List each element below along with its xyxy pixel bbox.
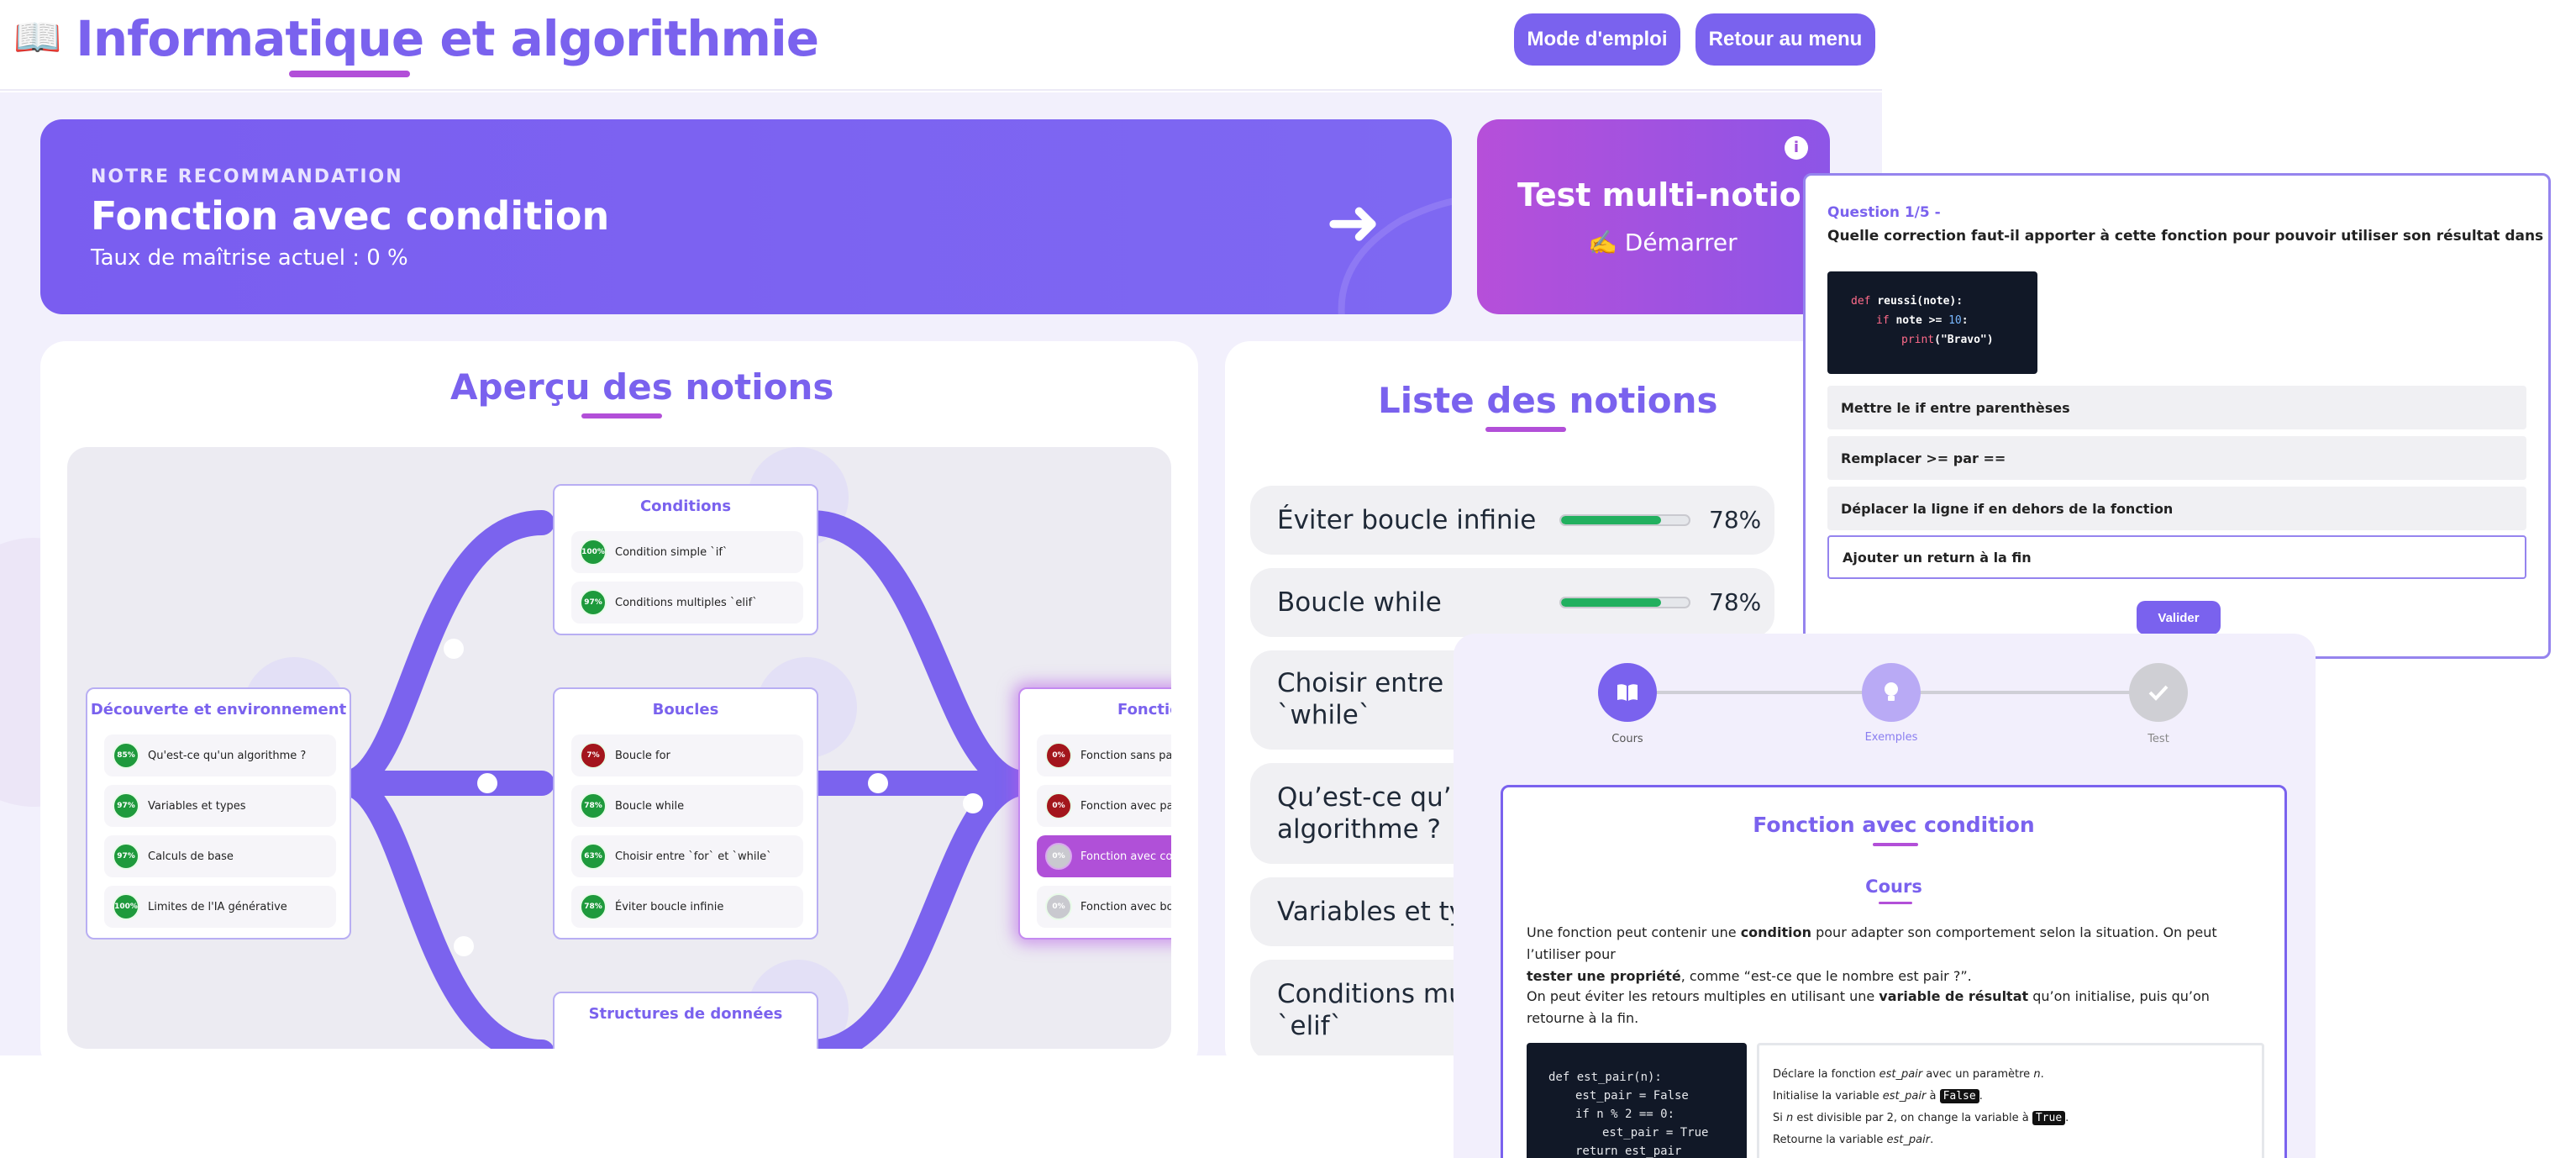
mastery-badge: 97% — [113, 792, 139, 819]
notion-row[interactable]: 97%Conditions multiples `elif` — [571, 582, 803, 624]
section-title: Cours — [1865, 876, 1922, 897]
mastery-badge: 0% — [1045, 893, 1072, 920]
step-label: Cours — [1611, 733, 1643, 745]
mastery-badge: 97% — [580, 589, 607, 616]
code-tag: False — [1939, 1089, 1979, 1103]
answer-option-selected[interactable]: Ajouter un return à la fin — [1827, 535, 2526, 579]
notion-row-active[interactable]: 0%Fonction avec con — [1037, 835, 1171, 877]
overview-panel: Aperçu des notions — [40, 341, 1198, 1055]
example-code-block: def est_pair(n): est_pair = False if n %… — [1527, 1043, 1747, 1158]
title-underline — [289, 71, 410, 77]
recommended-notion: Fonction avec condition — [91, 193, 610, 239]
progress-fill — [1561, 598, 1661, 607]
answer-option[interactable]: Déplacer la ligne if en dehors de la fon… — [1827, 487, 2526, 530]
mastery-badge: 0% — [1045, 792, 1072, 819]
question-modal: Question 1/5 - Quelle correction faut-il… — [1803, 173, 2551, 659]
recommendation-kicker: NOTRE RECOMMANDATION — [91, 166, 403, 187]
mastery-badge: 100% — [580, 539, 607, 566]
code-tag: True — [2032, 1111, 2066, 1125]
progress-bar — [1559, 597, 1690, 608]
question-header: Question 1/5 - — [1827, 204, 1941, 221]
page-title: 📖Informatique et algorithmie — [13, 10, 819, 67]
mastery-badge: 78% — [580, 893, 607, 920]
node-title: Structures de données — [588, 1005, 783, 1023]
mastery-rate: Taux de maîtrise actuel : 0 % — [91, 245, 408, 271]
notion-row[interactable]: 100%Condition simple `if` — [571, 531, 803, 573]
node-title: Boucles — [652, 701, 719, 718]
list-item[interactable]: Éviter boucle infinie 78% — [1250, 486, 1774, 555]
answer-option[interactable]: Remplacer >= par == — [1827, 436, 2526, 480]
notion-row[interactable]: 78%Éviter boucle infinie — [571, 886, 803, 928]
question-text: Quelle correction faut-il apporter à cet… — [1827, 228, 2551, 245]
validate-button[interactable]: Valider — [2137, 601, 2221, 634]
notion-row[interactable]: 0%Fonction sans par — [1037, 734, 1171, 776]
mastery-badge: 97% — [113, 843, 139, 870]
book-icon — [1617, 684, 1638, 701]
node-title: Fonctio — [1117, 701, 1171, 718]
start-test-button[interactable]: ✍️ Démarrer — [1588, 229, 1737, 256]
answer-option[interactable]: Mettre le if entre parenthèses — [1827, 386, 2526, 429]
book-icon: 📖 — [13, 14, 61, 60]
node-discovery[interactable]: Découverte et environnement 85%Qu'est-ce… — [86, 687, 351, 940]
course-panel: Cours Exemples Test Fonction avec condit… — [1454, 634, 2316, 1158]
help-button[interactable]: Mode d'emploi — [1514, 13, 1680, 66]
lesson-title: Fonction avec condition — [1753, 813, 2035, 837]
notion-row[interactable]: 85%Qu'est-ce qu'un algorithme ? — [104, 734, 336, 776]
step-label: Exemples — [1864, 731, 1918, 744]
mastery-badge: 63% — [580, 843, 607, 870]
check-icon — [2148, 685, 2169, 701]
notion-row[interactable]: 100%Limites de l'IA générative — [104, 886, 336, 928]
lesson-paragraph: Une fonction peut contenir une condition… — [1527, 924, 2217, 984]
bulb-icon — [1885, 682, 1898, 701]
arrow-right-icon[interactable]: ➜ — [1326, 185, 1381, 261]
top-header: 📖Informatique et algorithmie Mode d'empl… — [0, 0, 1882, 91]
list-title: Liste des notions — [1378, 380, 1718, 421]
node-loops[interactable]: Boucles 7%Boucle for 78%Boucle while 63%… — [553, 687, 818, 940]
progress-fill — [1561, 516, 1661, 524]
notion-map: Découverte et environnement 85%Qu'est-ce… — [67, 447, 1171, 1049]
info-icon[interactable]: i — [1785, 136, 1808, 160]
question-code-block: def reussi(note): if note >= 10: print("… — [1827, 271, 2037, 374]
notion-row[interactable]: 7%Boucle for — [571, 734, 803, 776]
node-data-structures[interactable]: Structures de données — [553, 992, 818, 1049]
list-underline — [1485, 427, 1566, 432]
list-item[interactable]: Boucle while 78% — [1250, 568, 1774, 637]
node-title: Conditions — [639, 497, 732, 515]
step-examples[interactable] — [1862, 663, 1921, 722]
node-title: Découverte et environnement — [90, 701, 347, 718]
multi-notion-test-card[interactable]: Test multi-notions ✍️ Démarrer — [1477, 119, 1830, 314]
overview-title: Aperçu des notions — [450, 366, 834, 408]
notion-row[interactable]: 0%Fonction avec bou — [1037, 886, 1171, 928]
decorative-arc — [1338, 197, 1452, 314]
test-card-title: Test multi-notions — [1517, 176, 1830, 213]
mastery-badge: 0% — [1045, 843, 1072, 870]
mastery-badge: 78% — [580, 792, 607, 819]
notion-row[interactable]: 78%Boucle while — [571, 785, 803, 827]
step-course[interactable] — [1598, 663, 1657, 722]
notion-row[interactable]: 63%Choisir entre `for` et `while` — [571, 835, 803, 877]
notion-row[interactable]: 97%Calculs de base — [104, 835, 336, 877]
lesson-card: Fonction avec condition Cours Une foncti… — [1501, 785, 2287, 1158]
node-conditions[interactable]: Conditions 100%Condition simple `if` 97%… — [553, 484, 818, 635]
step-label: Test — [2148, 733, 2169, 745]
code-explanation: Déclare la fonction est_pair avec un par… — [1757, 1043, 2264, 1158]
mastery-badge: 100% — [113, 893, 139, 920]
mastery-badge: 85% — [113, 742, 139, 769]
mastery-badge: 7% — [580, 742, 607, 769]
back-to-menu-button[interactable]: Retour au menu — [1695, 13, 1875, 66]
overview-underline — [581, 413, 662, 418]
node-functions[interactable]: Fonctio 0%Fonction sans par 0%Fonction a… — [1018, 687, 1171, 940]
notion-row[interactable]: 97%Variables et types — [104, 785, 336, 827]
lesson-paragraph: On peut éviter les retours multiples en … — [1527, 988, 2210, 1026]
progress-bar — [1559, 514, 1690, 526]
section-underline — [1879, 902, 1912, 904]
step-test[interactable] — [2129, 663, 2188, 722]
mastery-badge: 0% — [1045, 742, 1072, 769]
lesson-title-underline — [1873, 843, 1918, 846]
recommendation-card[interactable]: NOTRE RECOMMANDATION Fonction avec condi… — [40, 119, 1452, 314]
notion-row[interactable]: 0%Fonction avec par — [1037, 785, 1171, 827]
